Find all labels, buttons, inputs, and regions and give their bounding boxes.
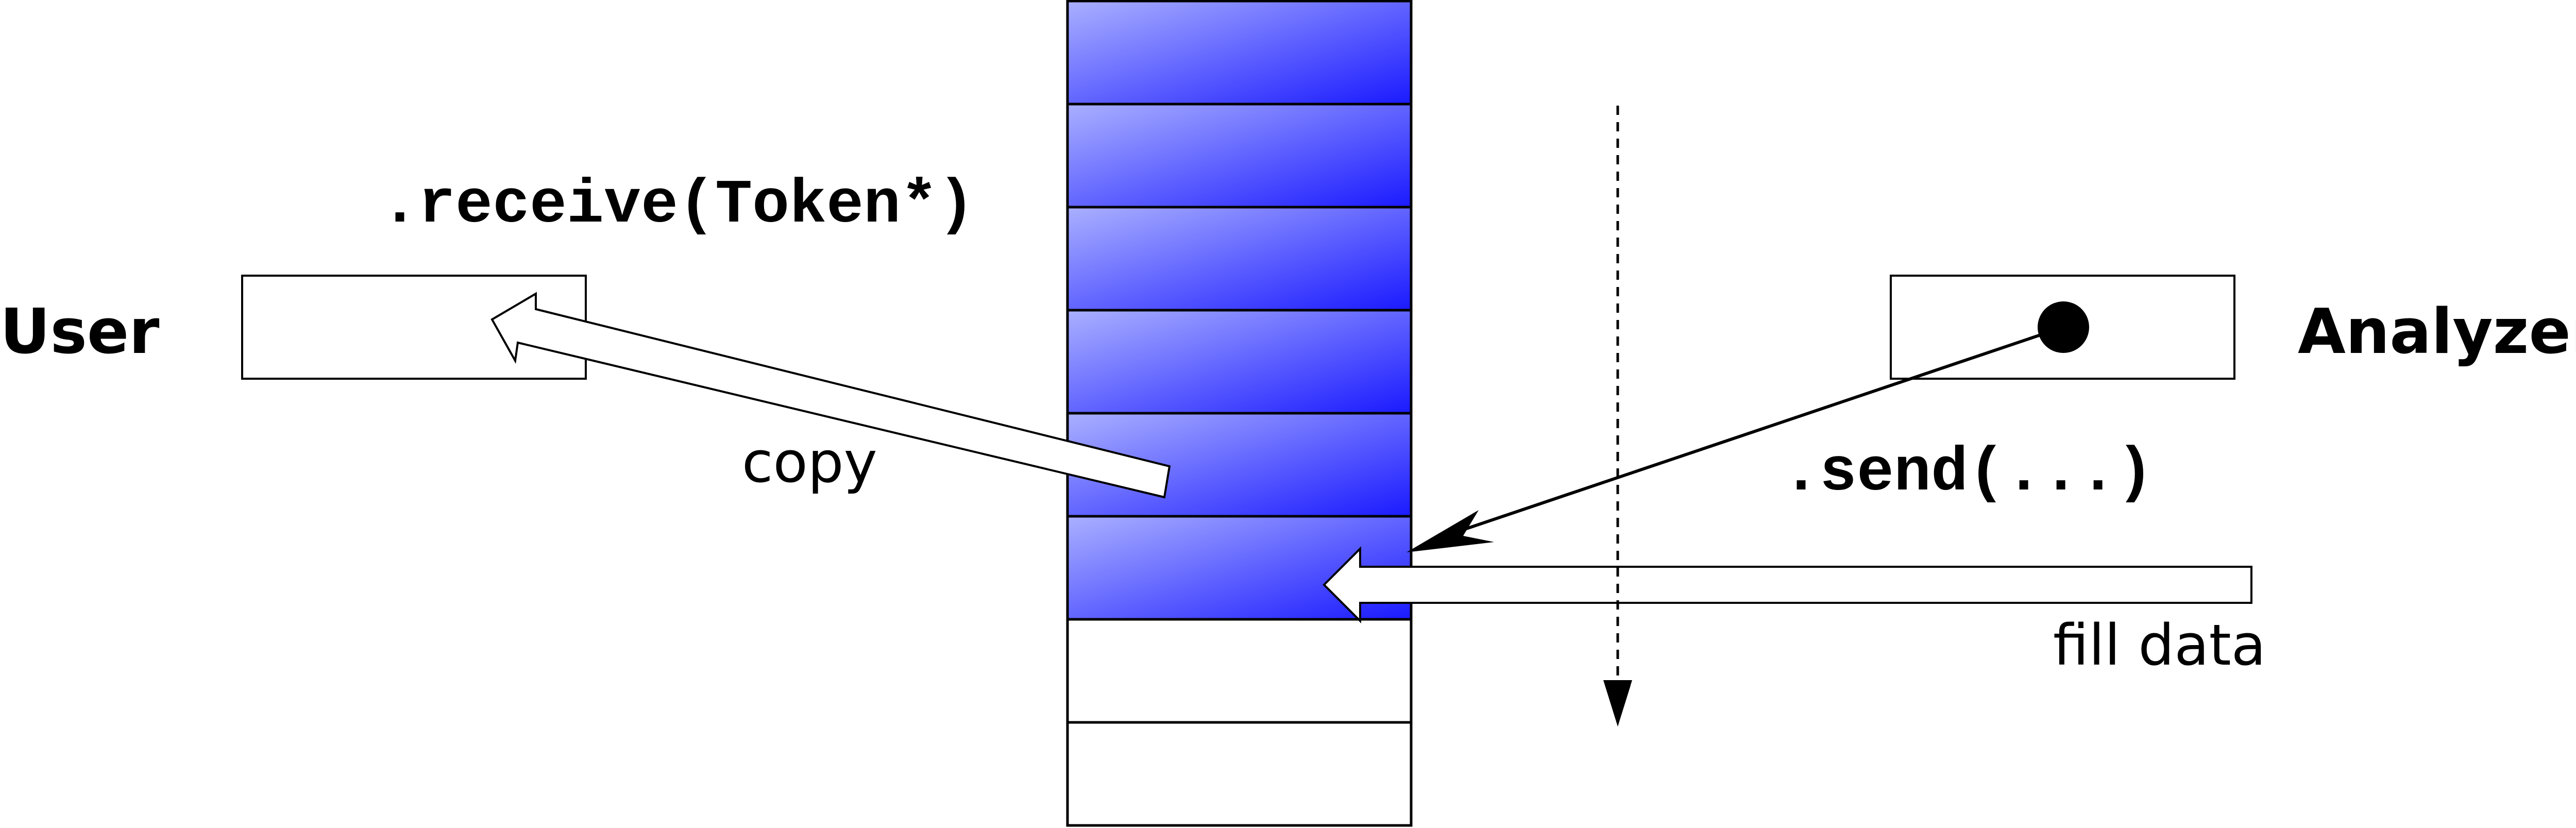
token-buffer [1066,0,1413,827]
buffer-slot-empty [1066,721,1413,827]
buffer-slot-empty [1066,618,1413,724]
analyzer-pointer-dot [2038,301,2089,353]
send-arrow-head [1406,510,1494,552]
copy-arrow [490,292,1171,499]
buffer-slot-filled [1066,103,1413,209]
send-call-label: .send(...) [1783,438,2154,509]
dotted-direction-arrowhead-fill [1603,680,1632,726]
fill-data-label: fill data [2053,612,2266,678]
buffer-slot-filled [1066,309,1413,415]
buffer-slot-filled [1066,206,1413,312]
fill-data-arrow [1323,546,2252,623]
send-arrow-line [1437,326,2064,540]
copy-label: copy [742,429,877,495]
buffer-slot-filled [1066,0,1413,106]
user-label: User [0,296,159,368]
receive-call-label: .receive(Token*) [381,171,975,241]
analyzer-label: Analyzer [2298,296,2576,368]
